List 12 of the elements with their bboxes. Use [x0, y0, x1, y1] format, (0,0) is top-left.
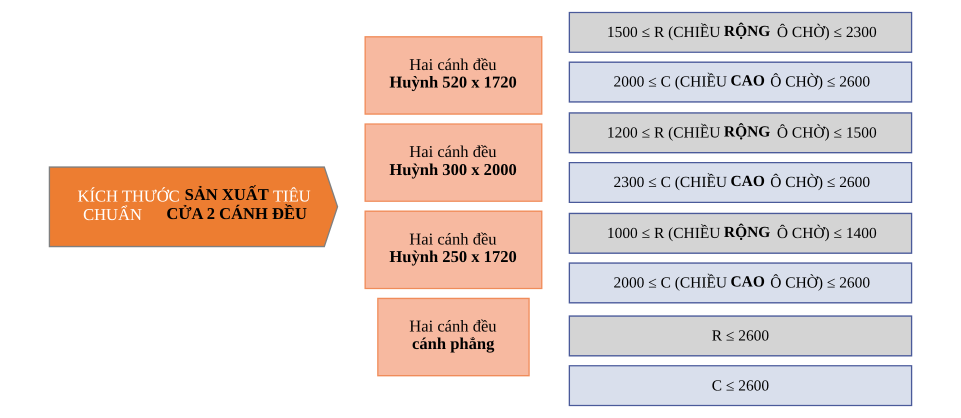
- node-box: 1200 ≤ R (CHIỀU RỘNG Ô CHỜ) ≤ 1500: [568, 112, 912, 154]
- node-box: 2000 ≤ C (CHIỀU CAO Ô CHỜ) ≤ 2600: [568, 262, 912, 304]
- node-box: 2300 ≤ C (CHIỀU CAO Ô CHỜ) ≤ 2600: [568, 162, 912, 204]
- node-box: 1000 ≤ R (CHIỀU RỘNG Ô CHỜ) ≤ 1400: [568, 212, 912, 254]
- node-box: Hai cánh đều cánh phẳng: [377, 298, 530, 376]
- node-box: Hai cánh đều Huỳnh 300 x 2000: [364, 123, 542, 202]
- node-box: 1500 ≤ R (CHIỀU RỘNG Ô CHỜ) ≤ 2300: [568, 12, 912, 53]
- node-box: Hai cánh đều Huỳnh 250 x 1720: [364, 210, 542, 290]
- node-box: C ≤ 2600: [568, 365, 912, 406]
- node-box: R ≤ 2600: [568, 315, 912, 356]
- node-box: Hai cánh đều Huỳnh 520 x 1720: [364, 36, 542, 115]
- node-box: 2000 ≤ C (CHIỀU CAO Ô CHỜ) ≤ 2600: [568, 62, 912, 103]
